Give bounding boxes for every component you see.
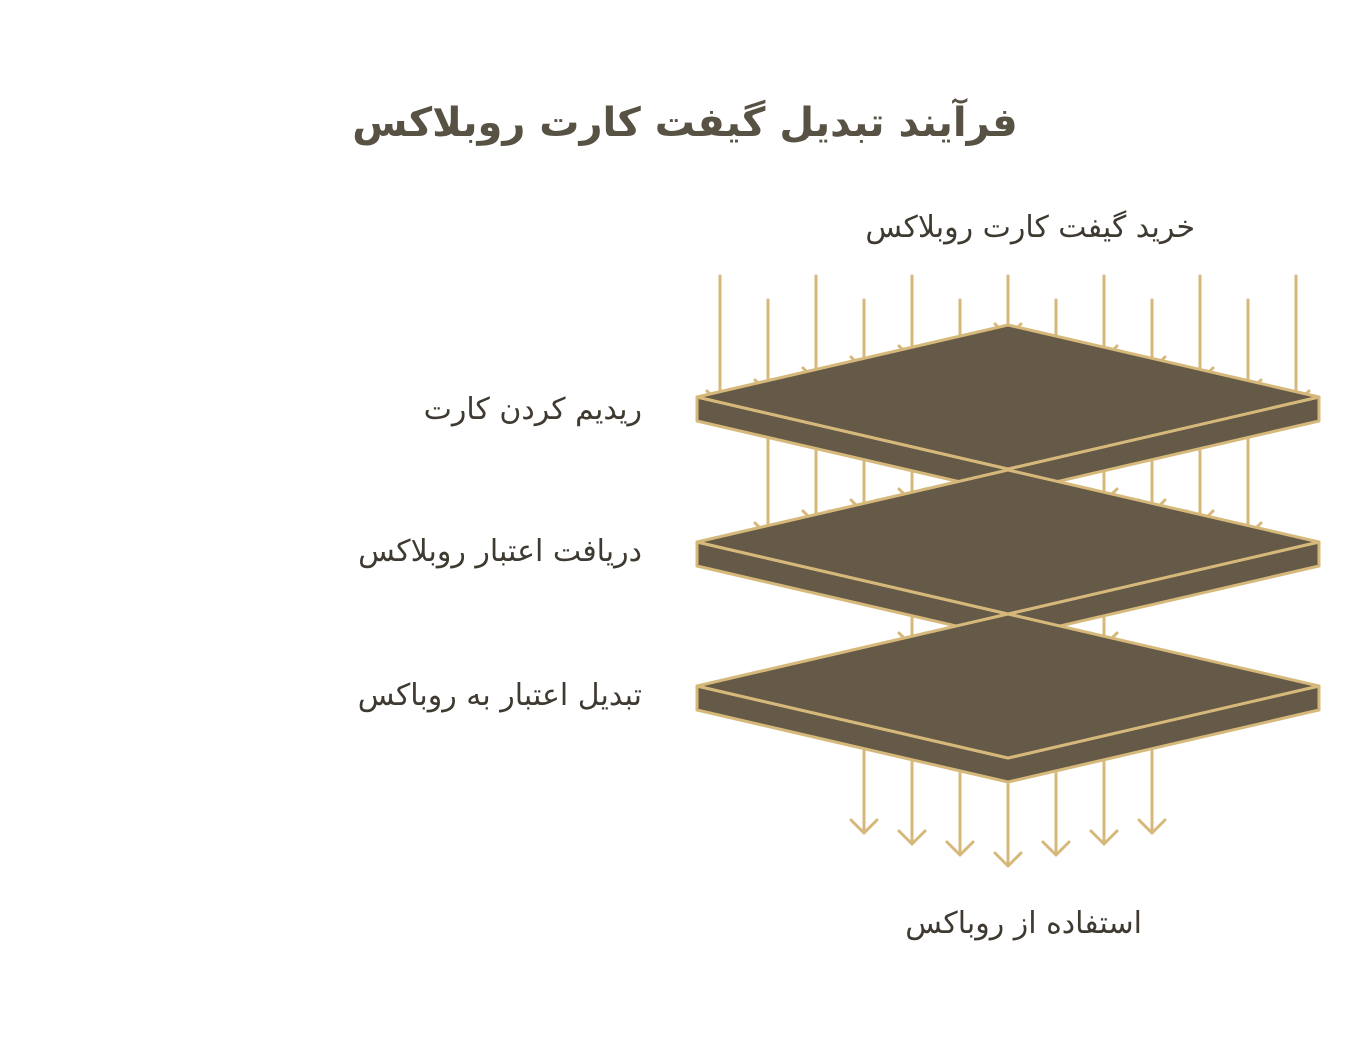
layer-3-top <box>695 612 1321 760</box>
flow-arrow <box>1233 437 1263 538</box>
layer-3 <box>695 612 1321 784</box>
flow-arrow <box>705 274 735 406</box>
flow-arrow <box>1041 771 1071 857</box>
layer-1 <box>695 323 1321 495</box>
layer-label-2: دریافت اعتبار روبلاکس <box>358 534 642 569</box>
bottom-label: استفاده از روباکس <box>905 906 1142 941</box>
diagram-title: فرآیند تبدیل گیفت کارت روبلاکس <box>352 100 1018 146</box>
flow-arrow <box>1281 274 1311 406</box>
layer-1-top <box>695 323 1321 471</box>
flow-arrow <box>753 437 783 538</box>
layer-label-3: تبدیل اعتبار به روباکس <box>357 678 642 713</box>
flow-arrow <box>945 771 975 857</box>
layer-label-1: ریدیم کردن کارت <box>423 392 642 427</box>
arrows-out-of-layer-3 <box>849 749 1167 868</box>
flow-arrow <box>801 274 831 383</box>
layer-2-top <box>695 468 1321 616</box>
flow-arrow <box>1185 274 1215 383</box>
flow-arrow <box>993 782 1023 868</box>
flow-arrow <box>849 749 879 835</box>
flow-arrow <box>897 760 927 846</box>
top-label: خرید گیفت کارت روبلاکس <box>865 210 1195 245</box>
flow-arrow <box>1089 760 1119 846</box>
flow-arrow <box>1137 749 1167 835</box>
